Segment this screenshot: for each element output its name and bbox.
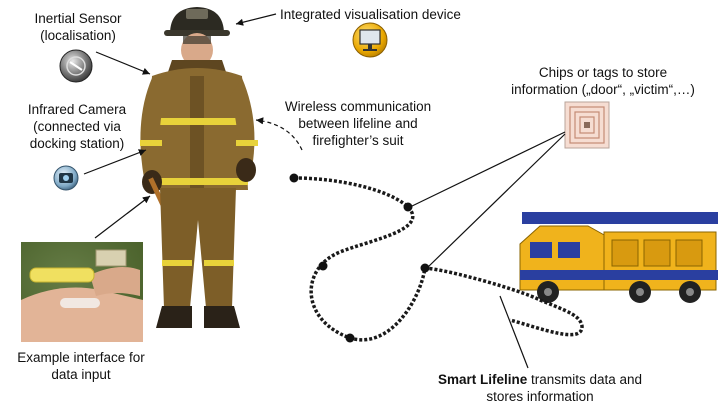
arrow-infrared-camera <box>83 149 147 175</box>
lifeline-nodes <box>289 173 430 343</box>
monitor-device-icon <box>352 22 388 58</box>
lifeline-node <box>420 263 430 273</box>
label-line: information („door“, „victim“,…) <box>511 82 695 97</box>
infrared-camera-icon <box>53 165 79 191</box>
label-bold-term: Smart Lifeline <box>437 372 528 387</box>
label-line: firefighter’s suit <box>312 133 404 148</box>
label-line: data input <box>51 367 111 382</box>
arrow-inertial-sensor <box>95 51 151 75</box>
label-inertial-sensor: Inertial Sensor (localisation) <box>8 10 148 44</box>
example-interface-photo <box>21 242 143 342</box>
label-line: (connected via <box>33 119 121 134</box>
label-chips-tags: Chips or tags to store information („doo… <box>488 64 718 98</box>
firefighter-figure <box>140 7 258 328</box>
arrow-wireless <box>255 117 303 151</box>
compass-sensor-icon <box>59 49 93 83</box>
label-line: (localisation) <box>40 28 116 43</box>
label-wireless-communication: Wireless communication between lifeline … <box>268 98 448 149</box>
connector-lines <box>83 13 566 369</box>
lifeline-node <box>345 333 355 343</box>
rfid-chip-icon <box>564 101 610 149</box>
label-visualisation-device: Integrated visualisation device <box>280 6 490 23</box>
label-infrared-camera: Infrared Camera (connected via docking s… <box>2 101 152 152</box>
label-line: Example interface for <box>17 350 145 365</box>
label-line: Smart Lifeline transmits data and <box>420 371 660 388</box>
line-lifeline-label <box>499 295 529 369</box>
label-line-rest: transmits data and <box>527 372 643 387</box>
label-line: stores information <box>486 389 594 404</box>
label-line: docking station) <box>29 136 125 151</box>
label-line: Chips or tags to store <box>538 65 668 80</box>
label-line: Infrared Camera <box>27 102 127 117</box>
lifeline-node <box>403 202 413 212</box>
arrow-visualisation <box>235 13 277 26</box>
label-line: Integrated visualisation device <box>280 7 461 22</box>
label-line: Wireless communication <box>284 99 432 114</box>
arrow-interface <box>94 195 151 239</box>
label-line: between lifeline and <box>298 116 418 131</box>
fire-truck-image <box>519 212 718 303</box>
line-chip-to-node <box>409 131 566 208</box>
lifeline-node <box>318 261 328 271</box>
label-line: Inertial Sensor <box>34 11 122 26</box>
label-smart-lifeline: Smart Lifeline transmits data and stores… <box>420 371 660 405</box>
label-example-interface: Example interface for data input <box>6 349 156 383</box>
lifeline-node <box>289 173 299 183</box>
line-chip-to-node <box>426 133 566 269</box>
